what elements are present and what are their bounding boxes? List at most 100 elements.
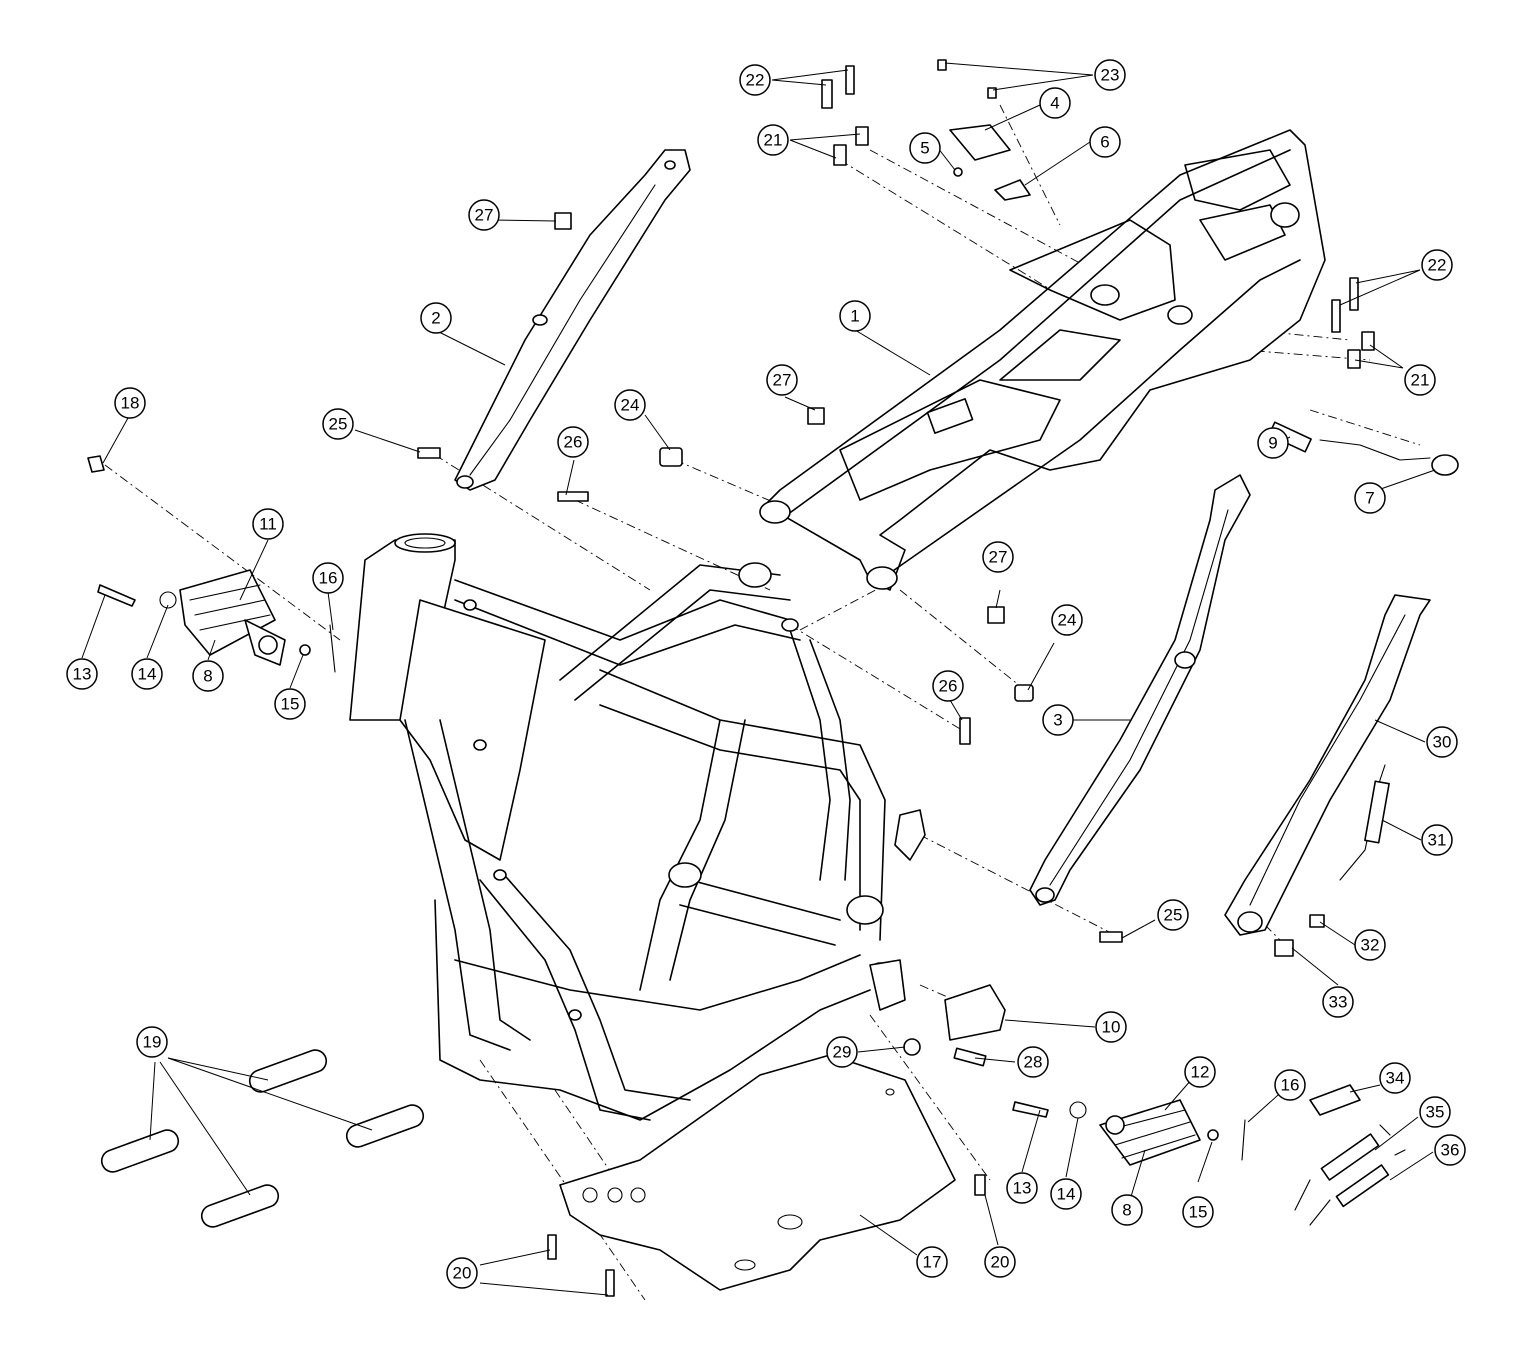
callout-33: 33 — [1322, 986, 1354, 1018]
svg-text:21: 21 — [1411, 371, 1430, 390]
main-frame — [349, 533, 926, 1121]
svg-text:34: 34 — [1386, 1069, 1405, 1088]
small-parts — [100, 59, 1459, 1297]
callout-2: 2 — [420, 302, 452, 334]
callout-35: 35 — [1419, 1096, 1451, 1128]
svg-text:24: 24 — [1058, 611, 1077, 630]
svg-text:8: 8 — [1122, 1201, 1131, 1220]
callout-23: 23 — [1094, 59, 1126, 91]
callout-10: 10 — [1095, 1011, 1127, 1043]
rear-subframe — [759, 129, 1326, 591]
svg-text:22: 22 — [746, 71, 765, 90]
callout-7: 7 — [1354, 482, 1386, 514]
callout-1: 1 — [839, 300, 871, 332]
svg-text:9: 9 — [1268, 434, 1277, 453]
callout-21-right: 21 — [1404, 364, 1436, 396]
callout-3: 3 — [1042, 704, 1074, 736]
svg-text:32: 32 — [1361, 936, 1380, 955]
svg-text:7: 7 — [1365, 489, 1374, 508]
callout-13-left: 13 — [66, 658, 98, 690]
callout-24-right: 24 — [1051, 604, 1083, 636]
callout-8-right: 8 — [1111, 1194, 1143, 1226]
svg-text:13: 13 — [73, 665, 92, 684]
svg-text:17: 17 — [923, 1253, 942, 1272]
svg-text:27: 27 — [475, 206, 494, 225]
leader-lines — [81, 62, 1436, 1296]
callout-15-right: 15 — [1182, 1196, 1214, 1228]
callout-16-right: 16 — [1274, 1069, 1306, 1101]
callouts: 1 2 3 4 5 6 7 8 8 9 10 11 12 13 13 14 14… — [66, 59, 1466, 1289]
callout-25-left: 25 — [322, 408, 354, 440]
callout-19: 19 — [136, 1026, 168, 1058]
svg-text:20: 20 — [991, 1253, 1010, 1272]
svg-text:29: 29 — [833, 1043, 852, 1062]
callout-21-top: 21 — [757, 124, 789, 156]
svg-text:16: 16 — [1281, 1076, 1300, 1095]
callout-26-left: 26 — [557, 426, 589, 458]
svg-text:26: 26 — [939, 677, 958, 696]
svg-text:28: 28 — [1024, 1053, 1043, 1072]
callout-31: 31 — [1421, 824, 1453, 856]
callout-22-top: 22 — [739, 64, 771, 96]
footpeg-left — [87, 455, 336, 673]
svg-text:5: 5 — [920, 139, 929, 158]
callout-25-right: 25 — [1157, 899, 1189, 931]
callout-15-left: 15 — [274, 688, 306, 720]
callout-29: 29 — [826, 1036, 858, 1068]
svg-text:11: 11 — [259, 515, 277, 534]
callout-27-mid: 27 — [766, 364, 798, 396]
svg-text:18: 18 — [121, 394, 140, 413]
svg-text:14: 14 — [138, 665, 157, 684]
svg-text:12: 12 — [1191, 1063, 1210, 1082]
svg-text:35: 35 — [1426, 1103, 1445, 1122]
svg-text:31: 31 — [1428, 831, 1447, 850]
callout-26-right: 26 — [932, 670, 964, 702]
svg-text:13: 13 — [1013, 1179, 1032, 1198]
callout-16-left: 16 — [312, 562, 344, 594]
callout-14-right: 14 — [1050, 1178, 1082, 1210]
svg-text:27: 27 — [989, 548, 1008, 567]
footpeg-right — [1012, 1099, 1246, 1166]
callout-14-left: 14 — [131, 658, 163, 690]
callout-6: 6 — [1089, 126, 1121, 158]
callout-9: 9 — [1257, 427, 1289, 459]
callout-20-bottom: 20 — [446, 1257, 478, 1289]
svg-text:25: 25 — [1164, 906, 1183, 925]
svg-text:30: 30 — [1433, 733, 1452, 752]
callout-34: 34 — [1379, 1062, 1411, 1094]
svg-text:21: 21 — [764, 131, 783, 150]
svg-text:14: 14 — [1057, 1185, 1076, 1204]
svg-text:15: 15 — [1189, 1203, 1208, 1222]
callout-8-left: 8 — [192, 660, 224, 692]
callout-17: 17 — [916, 1246, 948, 1278]
callout-4: 4 — [1039, 87, 1071, 119]
callout-18: 18 — [114, 387, 146, 419]
svg-text:19: 19 — [143, 1033, 162, 1052]
svg-text:24: 24 — [621, 396, 640, 415]
callout-27-top: 27 — [468, 199, 500, 231]
right-frame-brace — [1029, 474, 1251, 906]
left-frame-brace — [454, 149, 691, 491]
svg-text:26: 26 — [564, 433, 583, 452]
callout-20-right: 20 — [984, 1246, 1016, 1278]
svg-text:10: 10 — [1102, 1018, 1121, 1037]
callout-30: 30 — [1426, 726, 1458, 758]
svg-text:36: 36 — [1441, 1141, 1460, 1160]
svg-text:22: 22 — [1428, 256, 1447, 275]
svg-text:16: 16 — [319, 569, 338, 588]
svg-text:33: 33 — [1329, 993, 1348, 1012]
callout-12: 12 — [1184, 1056, 1216, 1088]
svg-text:27: 27 — [773, 371, 792, 390]
svg-text:20: 20 — [453, 1264, 472, 1283]
callout-24-top: 24 — [614, 389, 646, 421]
svg-text:23: 23 — [1101, 66, 1120, 85]
callout-32: 32 — [1354, 929, 1386, 961]
svg-text:3: 3 — [1053, 711, 1062, 730]
callout-36: 36 — [1434, 1134, 1466, 1166]
svg-text:6: 6 — [1100, 133, 1109, 152]
svg-text:25: 25 — [329, 415, 348, 434]
callout-28: 28 — [1017, 1046, 1049, 1078]
callout-22-right: 22 — [1421, 249, 1453, 281]
svg-text:8: 8 — [203, 667, 212, 686]
